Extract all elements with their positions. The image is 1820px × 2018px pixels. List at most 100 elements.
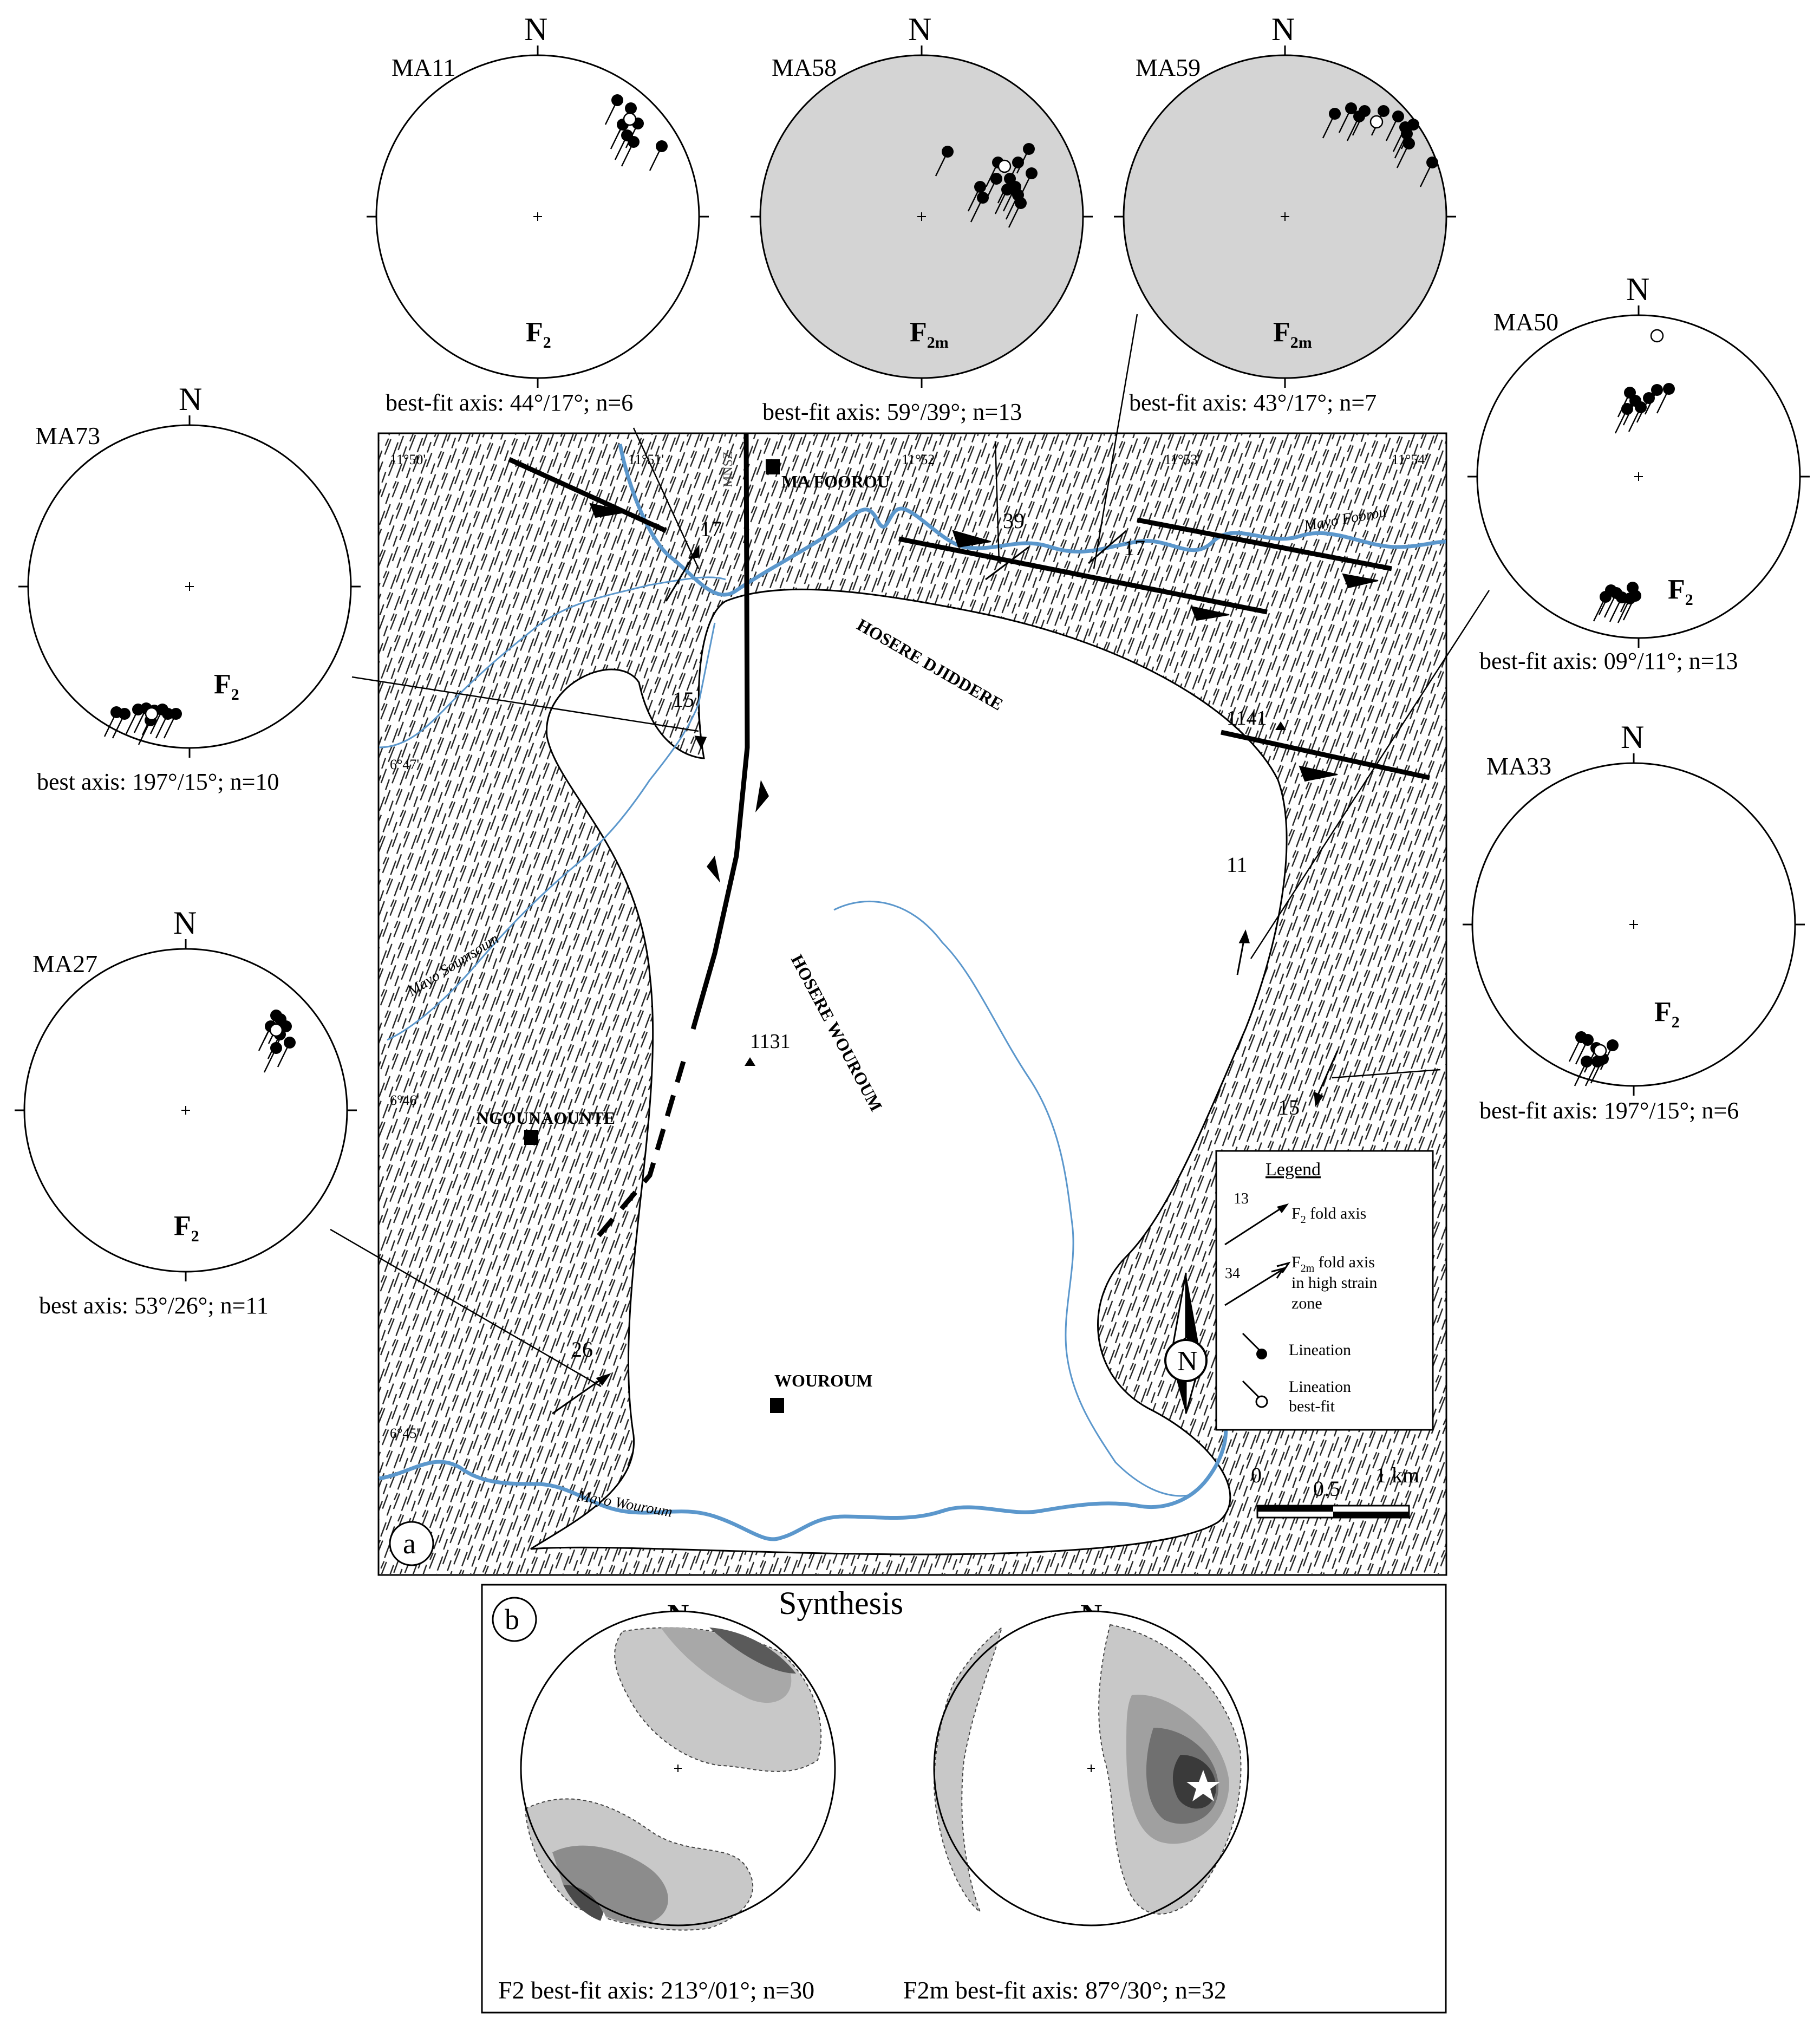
synthesis-left-caption: F2 best-fit axis: 213°/01°; n=30	[498, 1976, 814, 2004]
station-id: MA58	[772, 54, 837, 81]
lineation-point	[1627, 582, 1639, 594]
legend: Legend 13 F2 fold axis 34 F2m fold axis …	[1215, 1150, 1434, 1431]
north-arrow-letter: N	[1177, 1346, 1198, 1377]
north-label: N	[524, 11, 547, 47]
legend-f2m-line3: zone	[1291, 1294, 1322, 1312]
lineation-point	[1009, 181, 1021, 193]
lineation-point	[284, 1037, 296, 1049]
lineation-point	[1663, 383, 1675, 395]
lineation-point	[990, 173, 1002, 185]
coord-lon-5: 11°54'	[1392, 452, 1427, 467]
station-id: MA27	[32, 950, 97, 978]
stereonet-caption: best axis: 197°/15°; n=10	[37, 769, 279, 795]
legend-title: Legend	[1265, 1160, 1321, 1180]
plunge-11: 11	[1227, 852, 1248, 877]
lineation-point	[1012, 157, 1024, 168]
panel-a-label: a	[403, 1527, 416, 1560]
river-mayo-wouroum	[379, 1413, 1228, 1541]
peak-1131-marker	[745, 1057, 755, 1066]
place-wouroum: WOUROUM	[774, 1371, 872, 1390]
lineation-point	[1591, 1056, 1603, 1067]
bestfit-point	[1650, 329, 1664, 343]
legend-num-1: 13	[1234, 1190, 1249, 1207]
river-inner	[833, 901, 1192, 1497]
bestfit-point	[623, 112, 637, 126]
river-mayo-foorou-thin	[379, 576, 726, 748]
panel-b-label: b	[505, 1603, 519, 1636]
stereonet-caption: best axis: 53°/26°; n=11	[39, 1292, 269, 1319]
synthesis-panel: b Synthesis N F2 best-fit axis: 213°/01°…	[481, 1584, 1447, 2014]
scale-05: 0.5	[1313, 1476, 1340, 1501]
lineation-point	[625, 102, 637, 114]
station-id: MA59	[1136, 54, 1201, 81]
synthesis-title: Synthesis	[779, 1585, 903, 1621]
north-label: N	[179, 381, 202, 417]
legend-bestfit-1: Lineation	[1289, 1378, 1351, 1396]
plunge-15b: 15	[1278, 1095, 1300, 1119]
stereonet-caption: best-fit axis: 59°/39°; n=13	[762, 399, 1022, 425]
north-label: N	[1626, 271, 1649, 307]
thrust-faults	[508, 457, 1430, 782]
stereonet-caption: best-fit axis: 44°/17°; n=6	[386, 389, 633, 416]
river-mayo-soumsoum	[387, 622, 716, 1041]
coord-lon-4: 11°53'	[1164, 452, 1200, 467]
place-mafoorou: MA FOOROU	[781, 472, 890, 491]
lineation-point	[974, 181, 986, 193]
stereonet-caption: best-fit axis: 43°/17°; n=7	[1129, 389, 1377, 416]
peak-1141-marker	[1275, 721, 1286, 730]
lineation-point	[1378, 105, 1390, 117]
synthesis-left-star	[587, 1912, 621, 1943]
leader-lines	[330, 314, 1490, 1388]
plunge-17b: 17	[1124, 536, 1145, 560]
station-id: MA11	[392, 54, 455, 81]
lineation-point	[656, 140, 668, 152]
synthesis-right-star	[1186, 1770, 1220, 1801]
lineation-point	[1023, 143, 1035, 155]
lineation-point	[1403, 138, 1415, 149]
plunge-17a: 17	[700, 517, 722, 541]
lineation-point	[942, 146, 954, 158]
bestfit-point	[145, 707, 159, 721]
river-mayo-foorou	[618, 444, 1446, 597]
lineation-point	[1426, 157, 1438, 168]
stereonet-caption: best-fit axis: 197°/15°; n=6	[1479, 1097, 1739, 1124]
coord-lat-1: 6°47'	[390, 757, 419, 772]
synthesis-left-net	[520, 1610, 836, 1943]
lineation-point	[1607, 1039, 1619, 1051]
town-wouroum-marker	[770, 1398, 784, 1413]
north-label: N	[1271, 11, 1295, 47]
lineation-point	[170, 708, 182, 720]
synthesis-right-net	[933, 1610, 1249, 1926]
lineation-point	[1401, 128, 1413, 140]
station-id: MA73	[35, 422, 100, 450]
bestfit-point	[997, 159, 1012, 173]
fold-axes	[552, 530, 1339, 1415]
station-id: MA33	[1486, 752, 1551, 780]
lineation-point	[1651, 384, 1663, 396]
bestfit-symbol	[1255, 1395, 1268, 1408]
lineation-symbol	[1256, 1349, 1267, 1359]
panel-b-badge	[492, 1597, 537, 1642]
plunge-39: 39	[1003, 509, 1025, 533]
coord-lon-3: 11°52'	[902, 452, 937, 467]
bestfit-point	[1593, 1044, 1607, 1058]
scale-bar: 0 0.5 1 km	[1251, 1463, 1419, 1519]
lineation-point	[1015, 197, 1027, 209]
synthesis-right-caption: F2m best-fit axis: 87°/30°; n=32	[903, 1976, 1227, 2004]
stereonet-caption: best-fit axis: 09°/11°; n=13	[1479, 648, 1738, 674]
plunge-15a: 15	[673, 687, 694, 712]
lineation-point	[628, 136, 640, 148]
scale-0: 0	[1251, 1463, 1262, 1487]
bestfit-point	[269, 1023, 283, 1037]
lineation-point	[270, 1042, 282, 1054]
lineation-point	[1581, 1056, 1593, 1067]
plunge-26: 26	[571, 1337, 593, 1362]
coord-lon-1: 11°50'	[390, 452, 426, 467]
